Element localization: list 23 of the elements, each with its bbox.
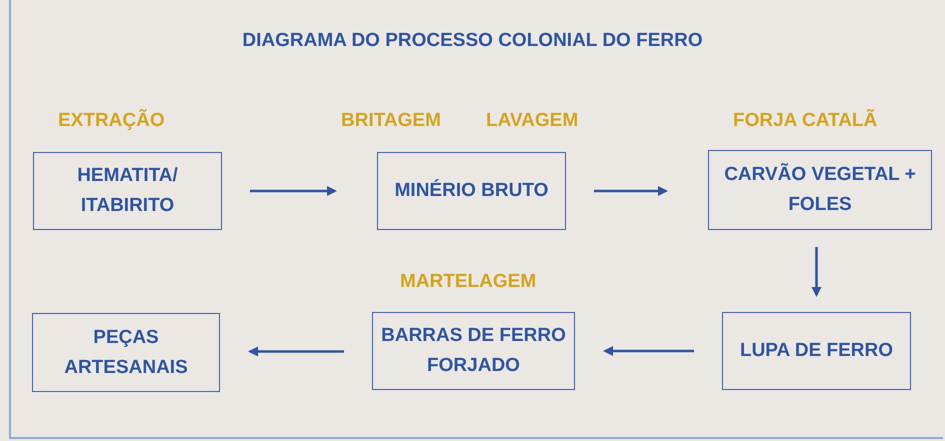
step-label: EXTRAÇÃO bbox=[58, 110, 165, 132]
arrow bbox=[594, 186, 668, 196]
arrow bbox=[248, 346, 344, 356]
process-box bbox=[32, 313, 220, 392]
diagram-title: DIAGRAMA DO PROCESSO COLONIAL DO FERRO bbox=[241, 30, 704, 52]
process-box bbox=[722, 312, 911, 390]
box-label: LUPA DE FERRO bbox=[740, 339, 894, 363]
box-label: HEMATITA/ ITABIRITO bbox=[76, 164, 179, 218]
process-box bbox=[33, 152, 222, 230]
arrow bbox=[812, 247, 822, 297]
process-box bbox=[377, 152, 566, 230]
step-label: LAVAGEM bbox=[486, 110, 578, 132]
box-label: BARRAS DE FERRO FORJADO bbox=[380, 324, 567, 378]
box-label: CARVÃO VEGETAL + FOLES bbox=[723, 162, 917, 217]
box-label: MINÉRIO BRUTO bbox=[394, 178, 548, 203]
process-box bbox=[372, 312, 575, 390]
box-label: PEÇAS ARTESANAIS bbox=[63, 326, 189, 380]
step-label: MARTELAGEM bbox=[400, 271, 536, 293]
arrow bbox=[250, 186, 337, 196]
step-label: FORJA CATALÃ bbox=[733, 110, 878, 132]
arrow bbox=[603, 346, 694, 356]
process-box bbox=[708, 150, 932, 230]
step-label: BRITAGEM bbox=[341, 110, 441, 132]
